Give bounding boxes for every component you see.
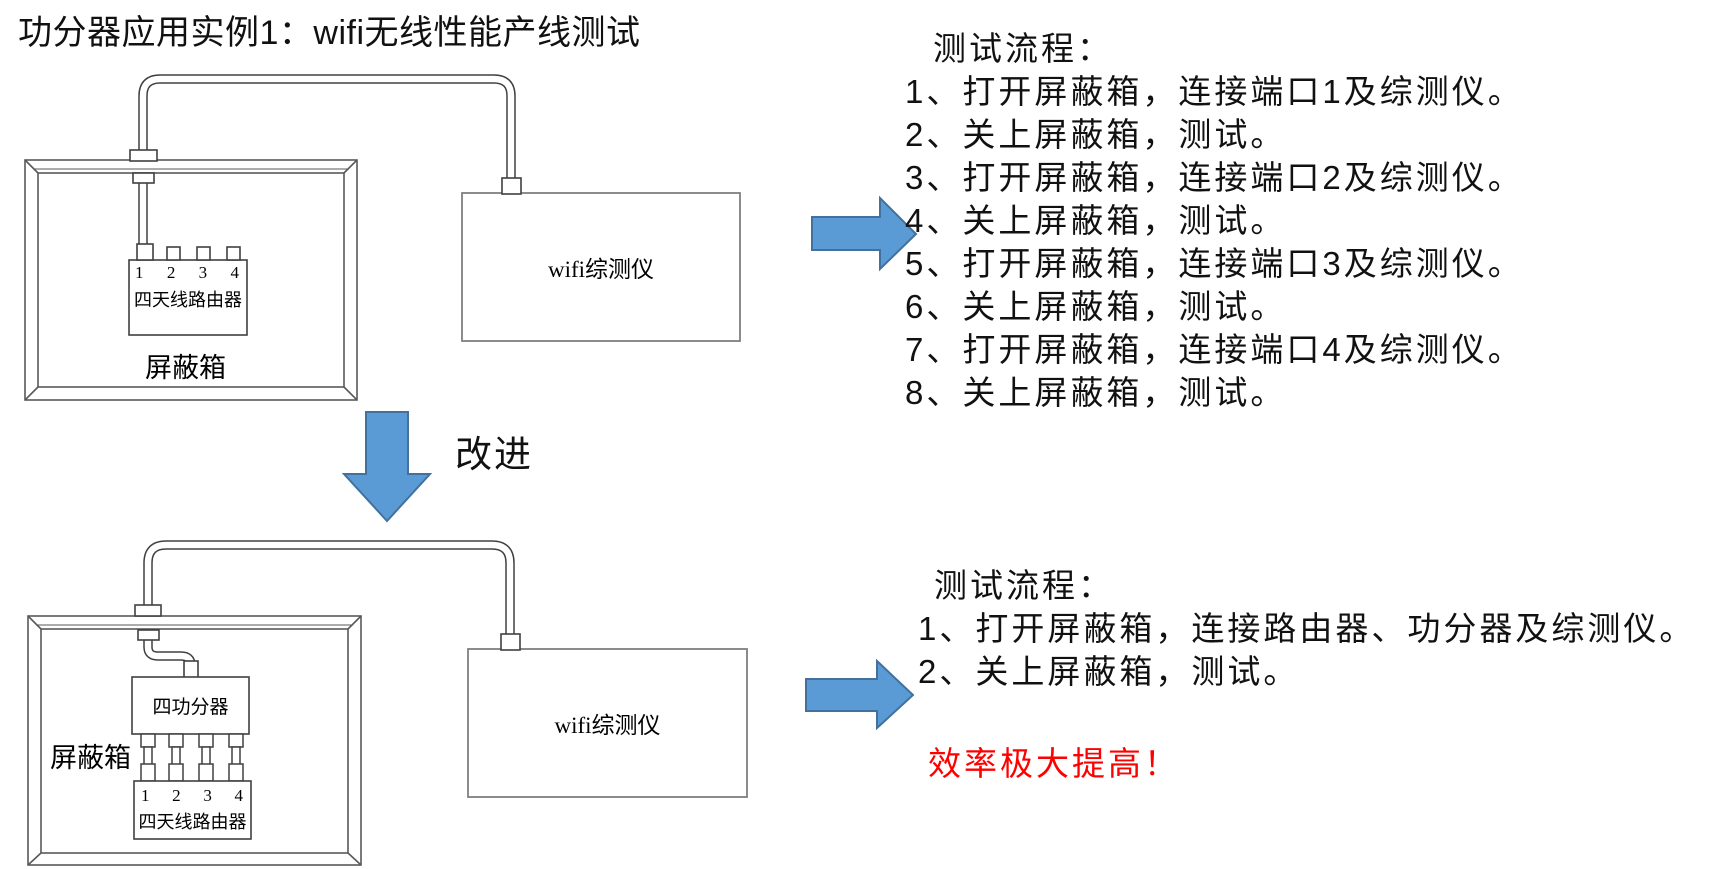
shield-box-label-after: 屏蔽箱 [50, 743, 131, 773]
router-ports-before: 1 2 3 4 [135, 263, 239, 283]
efficiency-highlight: 效率极大提高！ [928, 745, 1180, 782]
tester-stub-before [501, 177, 522, 195]
arrow-right-before [811, 195, 918, 272]
divider-label: 四功分器 [152, 697, 229, 718]
divider-stub [183, 660, 199, 679]
arrow-down-improve [341, 411, 433, 523]
tester-box-before [461, 192, 741, 342]
procedure-step: 2、关上屏蔽箱，测试。 [905, 116, 1287, 153]
page-title: 功分器应用实例1：wifi无线性能产线测试 [18, 14, 641, 52]
procedure-step: 2、关上屏蔽箱，测试。 [918, 653, 1300, 690]
procedure-step: 1、打开屏蔽箱，连接路由器、功分器及综测仪。 [918, 610, 1696, 647]
divider-connectors [140, 733, 244, 782]
arrow-right-after [805, 658, 915, 731]
divider-box [131, 676, 250, 735]
tester-stub-after [500, 633, 521, 651]
port-number: 4 [230, 263, 239, 282]
port-number: 3 [198, 263, 208, 282]
tester-label-after: wifi综测仪 [554, 713, 661, 738]
router-before [128, 243, 248, 336]
router-label-before: 四天线路由器 [134, 290, 242, 310]
feedthrough-before [129, 149, 158, 184]
cable-after [143, 540, 515, 670]
shield-box-label-before: 屏蔽箱 [145, 353, 226, 383]
procedure-step: 5、打开屏蔽箱，连接端口3及综测仪。 [905, 245, 1524, 282]
port-number: 1 [135, 263, 144, 282]
router-label-after: 四天线路由器 [138, 812, 247, 832]
tester-label-before: wifi综测仪 [547, 257, 655, 282]
procedure-step: 6、关上屏蔽箱，测试。 [905, 288, 1287, 325]
router-after [133, 780, 252, 840]
port-number: 4 [234, 786, 243, 805]
port-number: 1 [141, 786, 150, 805]
shield-box-before [24, 159, 358, 401]
procedure-heading: 测试流程： [933, 30, 1113, 67]
router-ports-after: 1 2 3 4 [141, 786, 243, 806]
procedure-before: 测试流程： 1、打开屏蔽箱，连接端口1及综测仪。 2、关上屏蔽箱，测试。 3、打… [905, 27, 1524, 414]
tester-box-after [467, 648, 748, 798]
procedure-after: 测试流程： 1、打开屏蔽箱，连接路由器、功分器及综测仪。 2、关上屏蔽箱，测试。 [918, 564, 1695, 693]
procedure-step: 3、打开屏蔽箱，连接端口2及综测仪。 [905, 159, 1524, 196]
procedure-step: 4、关上屏蔽箱，测试。 [905, 202, 1287, 239]
cable-before [138, 74, 516, 247]
procedure-step: 8、关上屏蔽箱，测试。 [905, 374, 1287, 411]
improvement-label: 改进 [455, 434, 533, 475]
procedure-step: 1、打开屏蔽箱，连接端口1及综测仪。 [905, 73, 1524, 110]
port-number: 2 [172, 786, 181, 805]
port-number: 2 [166, 263, 176, 282]
procedure-heading: 测试流程： [934, 567, 1114, 604]
shield-box-after [27, 615, 362, 866]
procedure-step: 7、打开屏蔽箱，连接端口4及综测仪。 [905, 331, 1524, 368]
port-number: 3 [203, 786, 212, 805]
feedthrough-after [134, 604, 162, 641]
